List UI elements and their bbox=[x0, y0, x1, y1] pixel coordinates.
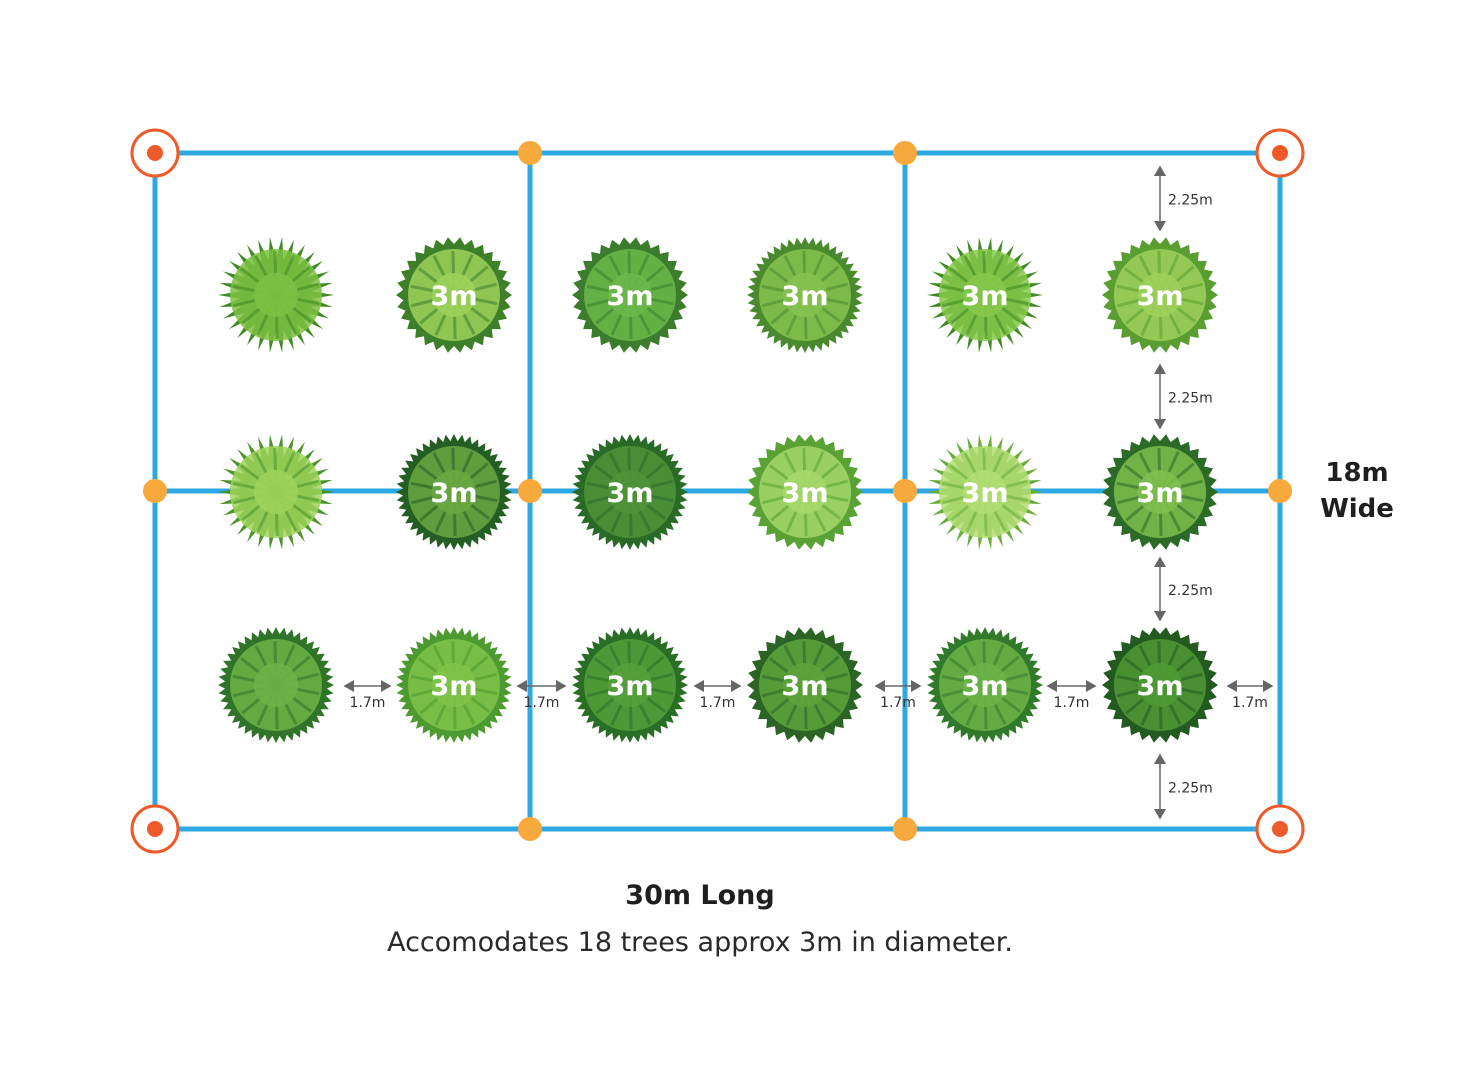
tree-diameter-label: 3m bbox=[607, 478, 654, 509]
tree: 3m bbox=[396, 237, 512, 353]
post-marker bbox=[1268, 479, 1292, 503]
tree-center bbox=[432, 663, 476, 707]
horizontal-gap-annotation: 1.7m bbox=[1046, 680, 1097, 711]
tree-center bbox=[963, 663, 1007, 707]
post-marker bbox=[143, 479, 167, 503]
corner-marker-dot bbox=[147, 821, 163, 837]
trees-group: 3m 3m 3m 3m 3m 3m 3m 3m 3m 3m 3m 3m 3m 3m 3m bbox=[218, 237, 1218, 743]
vertical-gap-annotation: 2.25m bbox=[1154, 165, 1213, 232]
dimension-annotations: 2.25m 2.25m 2.25m 2.25m 1.7m 1.7m 1.7m 1.7m 1.7m… bbox=[343, 165, 1274, 820]
tree-diameter-label: 3m bbox=[782, 671, 829, 702]
length-label: 30m Long bbox=[625, 880, 775, 911]
horizontal-gap-annotation: 1.7m bbox=[1226, 680, 1274, 711]
corner-marker-dot bbox=[1272, 821, 1288, 837]
tree: 3m bbox=[1102, 627, 1218, 743]
tree-diameter-label: 3m bbox=[607, 281, 654, 312]
tree-diameter-label: 3m bbox=[431, 478, 478, 509]
markers-group bbox=[130, 128, 1305, 854]
tree bbox=[218, 434, 334, 550]
tree-diameter-label: 3m bbox=[962, 478, 1009, 509]
width-label: 18m Wide bbox=[1302, 455, 1412, 527]
tree bbox=[218, 627, 334, 743]
corner-marker bbox=[1255, 804, 1305, 854]
tree-center bbox=[783, 273, 827, 317]
corner-marker-dot bbox=[147, 145, 163, 161]
corner-marker-dot bbox=[1272, 145, 1288, 161]
post-marker bbox=[893, 479, 917, 503]
tree-diameter-label: 3m bbox=[607, 671, 654, 702]
tree-center bbox=[432, 273, 476, 317]
width-value: 18m bbox=[1325, 458, 1389, 488]
horizontal-gap-annotation: 1.7m bbox=[516, 680, 567, 711]
tree-center bbox=[1138, 470, 1182, 514]
tree-center bbox=[1138, 273, 1182, 317]
tree: 3m bbox=[572, 434, 688, 550]
tree-center bbox=[783, 663, 827, 707]
tree: 3m bbox=[572, 237, 688, 353]
post-marker bbox=[893, 141, 917, 165]
vertical-gap-label: 2.25m bbox=[1168, 583, 1213, 599]
tree: 3m bbox=[927, 237, 1043, 353]
tree-center bbox=[254, 273, 298, 317]
tree-diameter-label: 3m bbox=[1137, 478, 1184, 509]
horizontal-gap-label: 1.7m bbox=[1232, 695, 1268, 711]
tree-diameter-label: 3m bbox=[962, 281, 1009, 312]
tree-center bbox=[608, 470, 652, 514]
tree bbox=[218, 237, 334, 353]
tree-center bbox=[608, 273, 652, 317]
post-marker bbox=[893, 817, 917, 841]
tree-center bbox=[608, 663, 652, 707]
caption: Accomodates 18 trees approx 3m in diamet… bbox=[387, 927, 1013, 958]
corner-marker bbox=[130, 128, 180, 178]
tree: 3m bbox=[1102, 237, 1218, 353]
tree: 3m bbox=[747, 434, 863, 550]
tree-diameter-label: 3m bbox=[782, 478, 829, 509]
tree-diameter-label: 3m bbox=[1137, 671, 1184, 702]
tree-center bbox=[254, 663, 298, 707]
horizontal-gap-label: 1.7m bbox=[350, 695, 386, 711]
vertical-gap-annotation: 2.25m bbox=[1154, 363, 1213, 430]
tree-diameter-label: 3m bbox=[431, 281, 478, 312]
horizontal-gap-label: 1.7m bbox=[880, 695, 916, 711]
post-marker bbox=[518, 141, 542, 165]
tree-center bbox=[963, 273, 1007, 317]
horizontal-gap-label: 1.7m bbox=[1054, 695, 1090, 711]
tree: 3m bbox=[927, 434, 1043, 550]
tree: 3m bbox=[747, 237, 863, 353]
tree: 3m bbox=[572, 627, 688, 743]
tree-diameter-label: 3m bbox=[1137, 281, 1184, 312]
vertical-gap-label: 2.25m bbox=[1168, 391, 1213, 407]
corner-marker bbox=[1255, 128, 1305, 178]
vertical-gap-label: 2.25m bbox=[1168, 193, 1213, 209]
post-marker bbox=[518, 817, 542, 841]
vertical-gap-label: 2.25m bbox=[1168, 781, 1213, 797]
horizontal-gap-label: 1.7m bbox=[524, 695, 560, 711]
horizontal-gap-annotation: 1.7m bbox=[343, 680, 392, 711]
tree-center bbox=[783, 470, 827, 514]
tree: 3m bbox=[396, 434, 512, 550]
tree-center bbox=[254, 470, 298, 514]
tree: 3m bbox=[1102, 434, 1218, 550]
tree-center bbox=[1138, 663, 1182, 707]
tree: 3m bbox=[396, 627, 512, 743]
tree-diameter-label: 3m bbox=[962, 671, 1009, 702]
tree: 3m bbox=[927, 627, 1043, 743]
tree-center bbox=[432, 470, 476, 514]
vertical-gap-annotation: 2.25m bbox=[1154, 753, 1213, 820]
corner-marker bbox=[130, 804, 180, 854]
tree-center bbox=[963, 470, 1007, 514]
width-word: Wide bbox=[1320, 494, 1394, 524]
tree-diameter-label: 3m bbox=[782, 281, 829, 312]
tree-diameter-label: 3m bbox=[431, 671, 478, 702]
post-marker bbox=[518, 479, 542, 503]
horizontal-gap-annotation: 1.7m bbox=[874, 680, 922, 711]
tree: 3m bbox=[747, 627, 863, 743]
horizontal-gap-annotation: 1.7m bbox=[693, 680, 742, 711]
vertical-gap-annotation: 2.25m bbox=[1154, 556, 1213, 622]
horizontal-gap-label: 1.7m bbox=[700, 695, 736, 711]
